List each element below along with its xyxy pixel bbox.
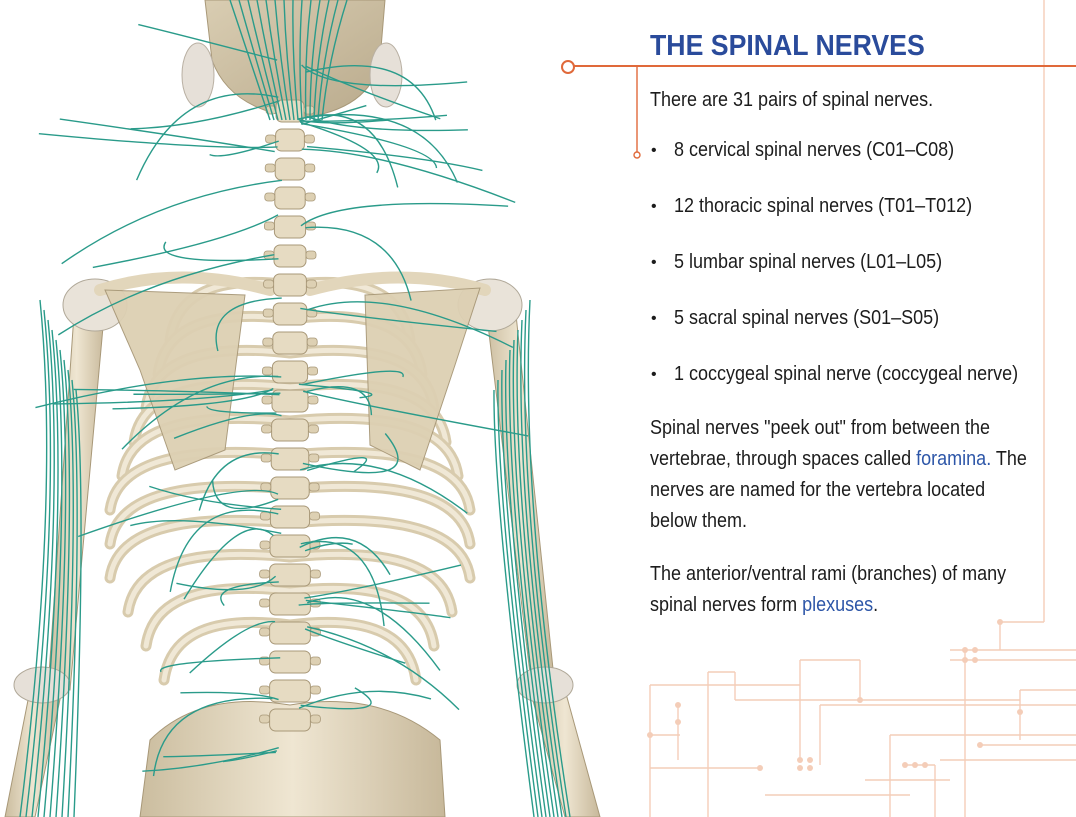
list-item-text: 8 cervical spinal nerves (C01–C08) bbox=[674, 139, 955, 161]
list-item: • 8 cervical spinal nerves (C01–C08) bbox=[650, 139, 1045, 195]
list-item-text: 12 thoracic spinal nerves (T01–T012) bbox=[674, 195, 973, 217]
paragraph-text: The nerves are named for the vertebra lo… bbox=[650, 448, 1027, 532]
text-panel: THE SPINAL NERVES There are 31 pairs of … bbox=[650, 30, 1045, 621]
bullet-icon: • bbox=[651, 254, 657, 271]
intro-text: There are 31 pairs of spinal nerves. bbox=[650, 89, 934, 111]
foramina-paragraph: Spinal nerves "peek out" from between th… bbox=[650, 413, 1037, 537]
skeleton-nerves-icon bbox=[4, 0, 601, 817]
bullet-icon: • bbox=[651, 310, 657, 327]
list-item-text: 5 lumbar spinal nerves (L01–L05) bbox=[674, 251, 943, 273]
bullet-icon: • bbox=[651, 142, 657, 159]
list-item: • 12 thoracic spinal nerves (T01–T012) bbox=[650, 195, 1045, 251]
plexuses-paragraph: The anterior/ventral rami (branches) of … bbox=[650, 559, 1037, 621]
list-item-text: 5 sacral spinal nerves (S01–S05) bbox=[674, 307, 940, 329]
nerve-list: • 8 cervical spinal nerves (C01–C08) • 12 … bbox=[650, 139, 1045, 419]
foramina-link[interactable]: foramina. bbox=[916, 448, 992, 470]
paragraph-text: Spinal nerves "peek out" from between th… bbox=[650, 417, 990, 470]
page-title: THE SPINAL NERVES bbox=[650, 30, 925, 62]
bullet-icon: • bbox=[651, 366, 657, 383]
plexuses-link[interactable]: plexuses bbox=[802, 594, 874, 616]
list-item: • 5 lumbar spinal nerves (L01–L05) bbox=[650, 251, 1045, 307]
circuit-lines-decoration bbox=[560, 0, 1076, 817]
list-item: • 1 coccygeal spinal nerve (coccygeal ner… bbox=[650, 363, 1045, 419]
list-item-text: 1 coccygeal spinal nerve (coccygeal nerv… bbox=[674, 363, 1019, 385]
bullet-icon: • bbox=[651, 198, 657, 215]
spinal-nerves-illustration bbox=[4, 0, 601, 817]
paragraph-text: The anterior/ventral rami (branches) of … bbox=[650, 563, 1007, 616]
list-item: • 5 sacral spinal nerves (S01–S05) bbox=[650, 307, 1045, 363]
paragraph-text: . bbox=[873, 594, 879, 616]
